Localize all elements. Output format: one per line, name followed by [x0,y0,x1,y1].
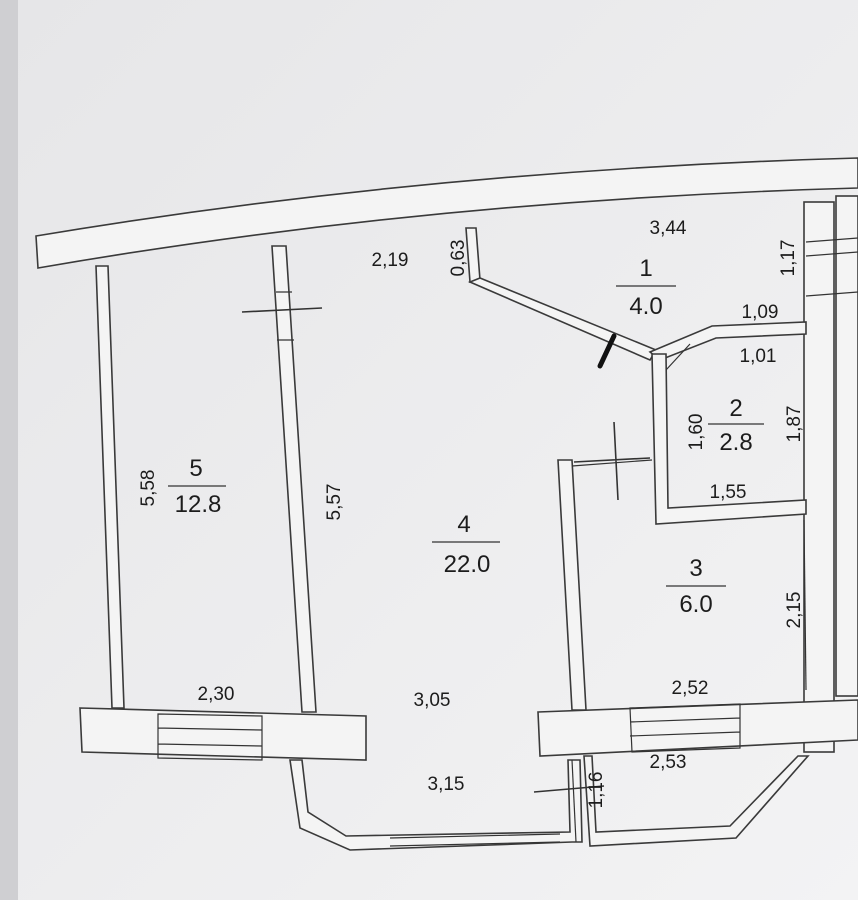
dim-2-19: 2,19 [372,250,409,271]
room3-right-wall [803,519,807,691]
right-far-wall [835,195,858,697]
room-4-area: 22.0 [444,551,491,578]
right-outer-wall [803,201,835,753]
top-wall-band [35,157,858,269]
dim-2-30: 2,30 [198,684,235,705]
room3-top-wall [571,459,653,467]
dim-2-52: 2,52 [672,678,709,699]
paper-left-shadow [0,0,18,900]
dim-0-63: 0,63 [448,240,469,277]
room1-door-mark [597,333,617,369]
dim-2-53: 2,53 [650,752,687,773]
bottom-left-wall [79,707,367,761]
bottom-right-wall [537,699,858,757]
dim-1-16: 1,16 [586,772,607,809]
room5-door-gap [276,291,294,341]
dim-1-17: 1,17 [778,240,799,277]
room-1-label: 1 4.0 [616,255,676,320]
room-3-number: 3 [689,555,702,582]
bottom-right-window [629,703,741,753]
room-4-number: 4 [457,511,470,538]
room-5-number: 5 [189,455,202,482]
room2-wall [651,353,807,525]
room-2-label: 2 2.8 [708,395,764,456]
dim-2-15: 2,15 [784,592,805,629]
room3-door-mark [573,421,651,501]
dim-1-09: 1,09 [742,302,779,323]
balcony-right [583,755,810,847]
dim-1-87: 1,87 [784,406,805,443]
dim-1-60: 1,60 [686,414,707,451]
dim-3-05: 3,05 [414,690,451,711]
dim-1-55: 1,55 [710,482,747,503]
room5-door-mark [241,307,323,313]
dim-3-15: 3,15 [428,774,465,795]
dim-1-01: 1,01 [740,346,777,367]
balcony-door-mark [533,785,605,793]
window-right-top [805,237,858,297]
room-5-label: 5 12.8 [168,455,226,518]
balcony-window [389,833,561,847]
room-3-label: 3 6.0 [666,555,726,618]
room-2-number: 2 [729,395,742,422]
room2-inner-corner [665,343,691,371]
room-5-area: 12.8 [175,491,222,518]
dim-3-44: 3,44 [650,218,687,239]
balcony-divider [571,759,577,843]
room5-left-wall [95,265,125,709]
room-3-area: 6.0 [679,591,712,618]
dim-5-58: 5,58 [138,470,159,507]
bottom-left-window [157,713,263,761]
room-2-area: 2.8 [719,429,752,456]
room-1-area: 4.0 [629,293,662,320]
room5-right-wall [271,245,317,713]
room-1-number: 1 [639,255,652,282]
dim-5-57: 5,57 [324,484,345,521]
balcony-outline [289,759,583,851]
room-4-label: 4 22.0 [432,511,500,578]
